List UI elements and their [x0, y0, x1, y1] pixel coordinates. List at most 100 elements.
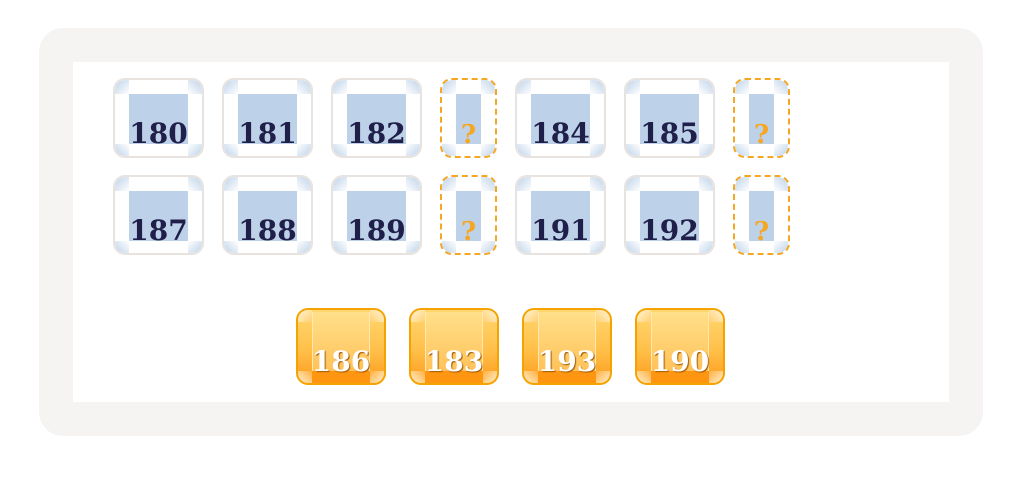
tile-corner	[626, 241, 640, 253]
tile-core	[749, 94, 774, 144]
choice-corner	[596, 371, 610, 383]
number-tile: 185	[624, 78, 715, 158]
tile-corner	[481, 144, 495, 156]
tile-corner	[442, 177, 456, 191]
choice-corner	[637, 310, 651, 322]
tile-core	[129, 94, 188, 144]
choice-core	[425, 312, 483, 371]
tile-corner	[590, 241, 604, 253]
choice-corner	[370, 310, 384, 322]
tile-corner	[224, 241, 238, 253]
tile-corner	[333, 177, 347, 191]
answer-slot[interactable]: ?	[733, 78, 790, 158]
tile-corner	[442, 80, 456, 94]
choice-corner	[524, 371, 538, 383]
tile-corner	[699, 177, 713, 191]
tile-label: 189	[347, 214, 406, 247]
choice-corner	[483, 310, 497, 322]
tile-core	[129, 191, 188, 241]
game-board	[73, 62, 949, 402]
tile-label: 180	[129, 117, 188, 150]
choice-corner	[596, 310, 610, 322]
tile-core	[456, 191, 481, 241]
tile-label: 182	[347, 117, 406, 150]
choice-tile[interactable]: 183	[409, 308, 499, 385]
tile-corner	[590, 177, 604, 191]
answer-slot[interactable]: ?	[733, 175, 790, 255]
question-mark: ?	[460, 120, 477, 150]
tile-label: 185	[640, 117, 699, 150]
tile-corner	[517, 241, 531, 253]
tile-corner	[481, 177, 495, 191]
tile-label: 192	[640, 214, 699, 247]
answer-slot[interactable]: ?	[440, 78, 497, 158]
choice-corner	[411, 310, 425, 322]
tile-core	[238, 191, 297, 241]
tile-corner	[115, 80, 129, 94]
tile-label: 184	[531, 117, 590, 150]
tile-corner	[590, 80, 604, 94]
tile-core	[456, 94, 481, 144]
tile-corner	[626, 144, 640, 156]
choice-base	[538, 371, 596, 383]
choice-core	[312, 312, 370, 371]
tile-corner	[442, 144, 456, 156]
tile-corner	[774, 241, 788, 253]
tile-corner	[699, 144, 713, 156]
choice-corner	[524, 310, 538, 322]
tile-corner	[406, 144, 420, 156]
tile-corner	[297, 241, 311, 253]
tile-corner	[333, 241, 347, 253]
tile-corner	[224, 177, 238, 191]
choice-label: 183	[424, 345, 484, 378]
choice-base	[312, 371, 370, 383]
tile-corner	[481, 241, 495, 253]
choice-corner	[709, 371, 723, 383]
tile-corner	[735, 144, 749, 156]
choice-tile[interactable]: 190	[635, 308, 725, 385]
tile-corner	[626, 80, 640, 94]
number-tile: 192	[624, 175, 715, 255]
tile-corner	[333, 144, 347, 156]
number-tile: 180	[113, 78, 204, 158]
answer-slot[interactable]: ?	[440, 175, 497, 255]
tile-label: 187	[129, 214, 188, 247]
tile-corner	[406, 177, 420, 191]
number-tile: 188	[222, 175, 313, 255]
tile-core	[347, 191, 406, 241]
choice-core	[651, 312, 709, 371]
tile-corner	[699, 80, 713, 94]
tile-core	[531, 191, 590, 241]
tile-corner	[188, 80, 202, 94]
choice-corner	[411, 371, 425, 383]
choice-label: 186	[311, 345, 371, 378]
choice-base	[425, 371, 483, 383]
choice-tile[interactable]: 193	[522, 308, 612, 385]
number-tile: 187	[113, 175, 204, 255]
tile-corner	[333, 80, 347, 94]
tile-core	[640, 94, 699, 144]
choice-label: 190	[650, 345, 710, 378]
tile-corner	[224, 80, 238, 94]
tile-core	[531, 94, 590, 144]
tile-corner	[590, 144, 604, 156]
tile-corner	[297, 177, 311, 191]
choice-corner	[298, 310, 312, 322]
choice-tile[interactable]: 186	[296, 308, 386, 385]
tile-corner	[774, 177, 788, 191]
number-tile: 182	[331, 78, 422, 158]
choice-corner	[370, 371, 384, 383]
tile-corner	[188, 177, 202, 191]
number-tile: 191	[515, 175, 606, 255]
tile-corner	[735, 80, 749, 94]
tile-corner	[774, 144, 788, 156]
tile-corner	[735, 241, 749, 253]
tile-corner	[188, 144, 202, 156]
tile-corner	[699, 241, 713, 253]
tile-corner	[481, 80, 495, 94]
question-mark: ?	[460, 217, 477, 247]
tile-corner	[735, 177, 749, 191]
tile-corner	[517, 177, 531, 191]
tile-corner	[115, 177, 129, 191]
tile-core	[640, 191, 699, 241]
